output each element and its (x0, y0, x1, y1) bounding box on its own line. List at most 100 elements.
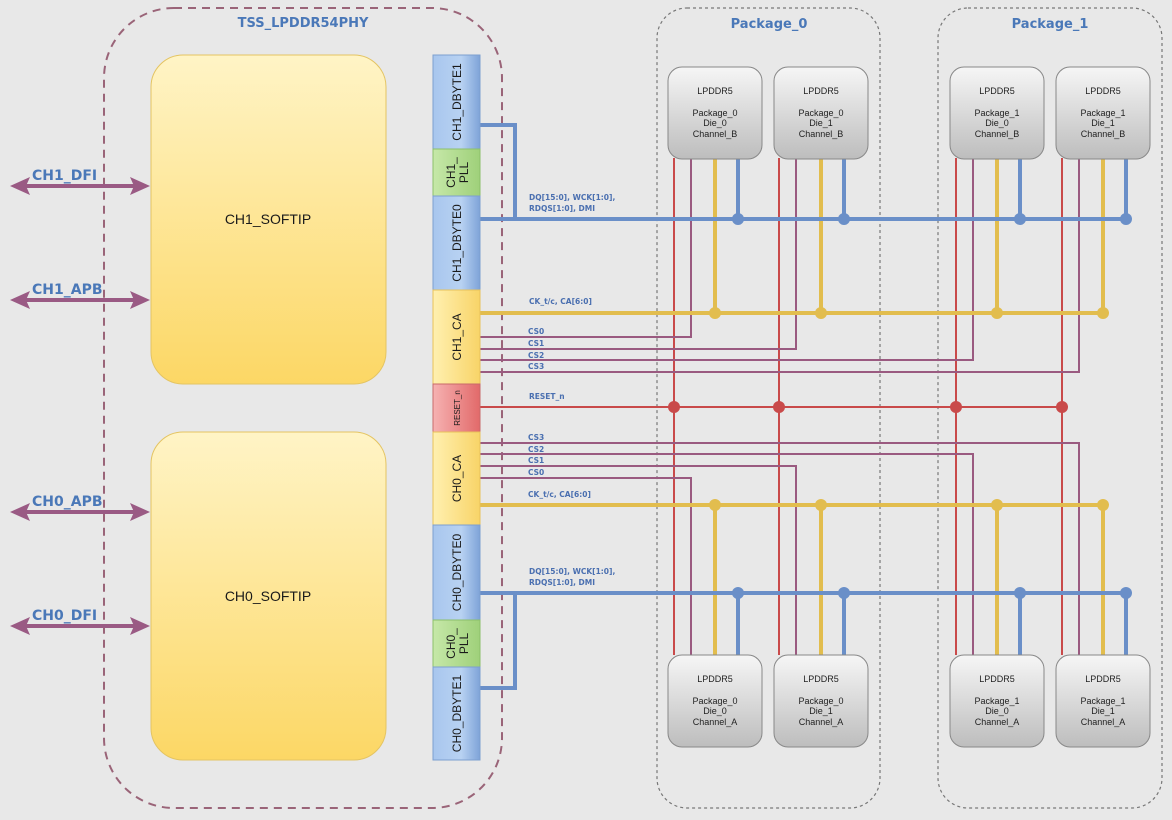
die-type-label: LPDDR5 (1085, 674, 1121, 684)
ch1-pll-label: CH1_PLL (444, 157, 471, 188)
ch1-dq-junction-2 (1014, 213, 1026, 225)
ch0-softip-label: CH0_SOFTIP (225, 588, 311, 604)
die-type-label: LPDDR5 (979, 674, 1015, 684)
ch1-dbyte0-block[interactable]: CH1_DBYTE0 (432, 195, 481, 291)
ch0-dbyte1-block[interactable]: CH0_DBYTE1 (432, 666, 481, 761)
die-box (949, 654, 1045, 748)
ch0-dfi-arrow-right-head (130, 617, 150, 635)
die-channel-label: Channel_B (799, 129, 844, 139)
ch1-ca-junction-2 (991, 307, 1003, 319)
die-die-label: Die_0 (985, 706, 1009, 716)
ch1-apb-arrow[interactable] (10, 291, 150, 309)
reset-junction-3 (1056, 401, 1068, 413)
ch0-apb-arrow-left-head (10, 503, 30, 521)
ch0-dbyte0-block[interactable]: CH0_DBYTE0 (432, 524, 481, 621)
ch0-dfi-arrow-left-head (10, 617, 30, 635)
ch0-dbyte0-label: CH0_DBYTE0 (450, 534, 464, 612)
package-0-title: Package_0 (731, 17, 808, 32)
ch1-cs2-label: CS2 (528, 351, 544, 360)
reset-junction-1 (773, 401, 785, 413)
reset-block[interactable]: RESET_n (432, 383, 481, 433)
ch1-apb-label: CH1_APB (32, 282, 103, 298)
ch0-cs3-label: CS3 (528, 433, 544, 442)
ch0-apb-label: CH0_APB (32, 494, 103, 510)
ch1-softip-label: CH1_SOFTIP (225, 211, 311, 227)
signal-labels: DQ[15:0], WCK[1:0], RDQS[1:0], DMI CK_t/… (528, 193, 615, 587)
ch1-dq-junction-1 (838, 213, 850, 225)
ch0-dbyte0-block-rect (432, 524, 481, 621)
ch0-pll-block[interactable]: CH0_PLL (432, 619, 481, 668)
ch1-dbyte1-route (480, 123, 517, 219)
ch0-dbyte1-label: CH0_DBYTE1 (450, 675, 464, 753)
die-type-label: LPDDR5 (803, 674, 839, 684)
die-die-label: Die_1 (1091, 118, 1115, 128)
die-package-label: Package_0 (798, 696, 843, 706)
ch0-dbyte1-route (480, 593, 517, 690)
ch0-pll-block-rect (432, 619, 481, 668)
ch1-pll-block-rect (432, 148, 481, 197)
ch1-dfi-arrow[interactable] (10, 177, 150, 195)
die-die-label: Die_1 (809, 706, 833, 716)
ch1-cs0-line (480, 158, 692, 338)
ch0-dfi-arrow[interactable] (10, 617, 150, 635)
ch1-dbyte0-label: CH1_DBYTE0 (450, 204, 464, 282)
ch1-cs2-line (480, 158, 974, 361)
reset-label: RESET_n (529, 392, 565, 401)
ch0-apb-arrow[interactable] (10, 503, 150, 521)
die-channel-label: Channel_B (1081, 129, 1126, 139)
die-die-label: Die_0 (703, 706, 727, 716)
die-package-label: Package_0 (798, 108, 843, 118)
ch1-dbyte1-label: CH1_DBYTE1 (450, 63, 464, 141)
ch1-dq-label-line2: RDQS[1:0], DMI (529, 204, 595, 213)
ch0-pll-label: CH0_PLL (444, 628, 471, 659)
die-channel-label: Channel_A (799, 717, 844, 727)
ch0-dq-junction-0 (732, 587, 744, 599)
reset-label: RESET_n (453, 390, 462, 426)
ch1-pll-block[interactable]: CH1_PLL (432, 148, 481, 197)
reset-junction-0 (668, 401, 680, 413)
die-type-label: LPDDR5 (979, 86, 1015, 96)
die-channel-label: Channel_B (693, 129, 738, 139)
ch0-cs0-line (480, 477, 692, 655)
ch0-ca-block[interactable]: CH0_CA (432, 431, 481, 526)
die-box (773, 654, 869, 748)
ch1-ca-junction-0 (709, 307, 721, 319)
die-type-label: LPDDR5 (697, 86, 733, 96)
ch0-ca-block-rect (432, 431, 481, 526)
ch1-ca-block[interactable]: CH1_CA (432, 289, 481, 385)
die-box (667, 654, 763, 748)
ch0-cs3-line (480, 442, 1080, 655)
ch0-softip-block[interactable]: CH0_SOFTIP (150, 431, 387, 761)
ch1-cs3-line (480, 158, 1080, 373)
ch1-ca-label: CK_t/c, CA[6:0] (529, 297, 592, 306)
ch0-dq-label-line2: RDQS[1:0], DMI (529, 578, 595, 587)
die-channel-label: Channel_B (975, 129, 1020, 139)
ch1-softip-block[interactable]: CH1_SOFTIP (150, 54, 387, 385)
die-type-label: LPDDR5 (697, 674, 733, 684)
reset-block-rect (432, 383, 481, 433)
ch1-dq-label-line1: DQ[15:0], WCK[1:0], (529, 193, 615, 202)
ch0-dq-junction-3 (1120, 587, 1132, 599)
reset-junction-2 (950, 401, 962, 413)
ch1-dq-junction-0 (732, 213, 744, 225)
die-package-label: Package_1 (974, 696, 1019, 706)
die-die-label: Die_1 (1091, 706, 1115, 716)
ch1-cs1-label: CS1 (528, 339, 544, 348)
ch0-ca-label: CK_t/c, CA[6:0] (528, 490, 591, 499)
ch0-apb-arrow-right-head (130, 503, 150, 521)
ch1-dbyte1-block[interactable]: CH1_DBYTE1 (432, 54, 481, 150)
ch1-dfi-arrow-right-head (130, 177, 150, 195)
ch0-dfi-label: CH0_DFI (32, 608, 97, 624)
ch0-ca-label: CH0_CA (450, 455, 464, 502)
package-1-title: Package_1 (1012, 17, 1089, 32)
ch1-ca-junction-3 (1097, 307, 1109, 319)
